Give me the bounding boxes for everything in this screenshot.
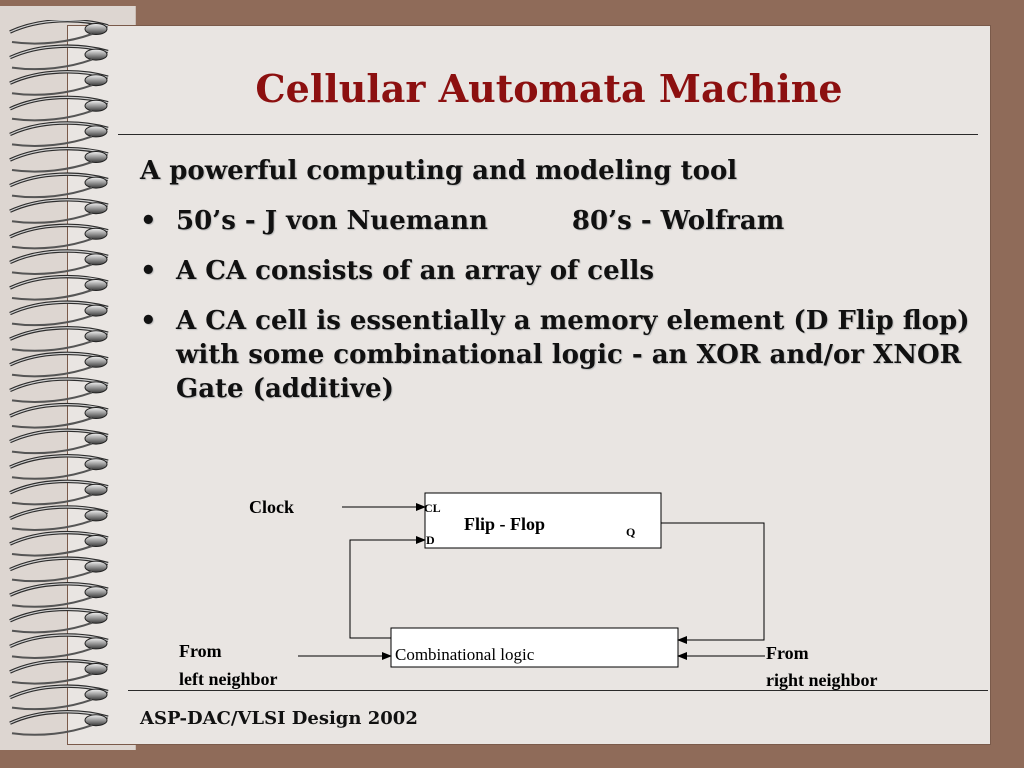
footer-divider (128, 690, 988, 691)
from-right-label-2: right neighbor (766, 670, 878, 690)
slide-title: Cellular Automata Machine (255, 66, 843, 111)
pin-d-label: D (426, 533, 435, 547)
bullet-icon: • (140, 256, 157, 286)
bullet-list: • 50’s - J von Nuemann 80’s - Wolfram • A… (140, 204, 980, 422)
logic-label: Combinational logic (395, 645, 535, 664)
from-left-label-2: left neighbor (179, 669, 278, 689)
clock-label: Clock (249, 497, 294, 517)
bullet-text: A CA consists of an array of cells (176, 256, 655, 286)
from-right-label-1: From (766, 643, 809, 663)
bullet-icon: • (140, 206, 157, 236)
bullet-text-a: 50’s - J von Nuemann (176, 206, 488, 236)
bullet-text: A CA cell is essentially a memory elemen… (176, 306, 970, 404)
bullet-text-b: 80’s - Wolfram (571, 206, 785, 236)
bullet-icon: • (140, 306, 157, 336)
bullet-item: • A CA cell is essentially a memory elem… (140, 304, 980, 406)
slide-footer: ASP-DAC/VLSI Design 2002 (140, 708, 418, 729)
flipflop-label: Flip - Flop (464, 514, 546, 534)
pin-q-label: Q (626, 525, 636, 539)
from-left-label-1: From (179, 641, 222, 661)
slide-heading: A powerful computing and modeling tool (140, 156, 738, 186)
title-divider (118, 134, 978, 135)
pin-cl-label: CL (424, 501, 441, 515)
bullet-item: • 50’s - J von Nuemann 80’s - Wolfram (140, 204, 980, 238)
spiral-binding-icon (8, 20, 110, 737)
slide-page (68, 26, 990, 744)
bullet-item: • A CA consists of an array of cells (140, 254, 980, 288)
